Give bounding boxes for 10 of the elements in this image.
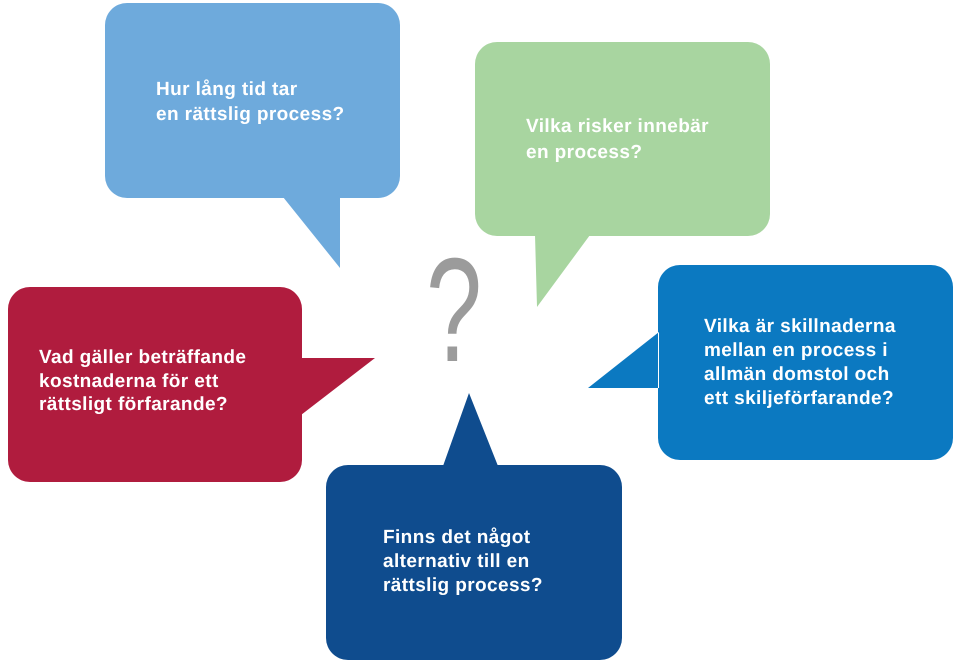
question-mark: ?	[426, 252, 482, 370]
bubble-text: Hur lång tid tar en rättslig process?	[156, 78, 345, 127]
speech-bubble	[326, 393, 622, 660]
bubble-text: Vad gäller beträffande kostnaderna för ett rättsligt förfarande?	[39, 346, 246, 416]
speech-bubble	[8, 287, 375, 482]
bubble-text: Finns det något alternativ till en rättslig process?	[383, 526, 543, 598]
bubble-text: Vilka risker innebär en process?	[526, 115, 709, 165]
bubble-text: Vilka är skillnaderna mellan en process i allmän domstol och ett skiljeförfarande?	[704, 315, 896, 411]
speech-bubble	[105, 3, 400, 268]
speech-bubble	[588, 265, 953, 460]
